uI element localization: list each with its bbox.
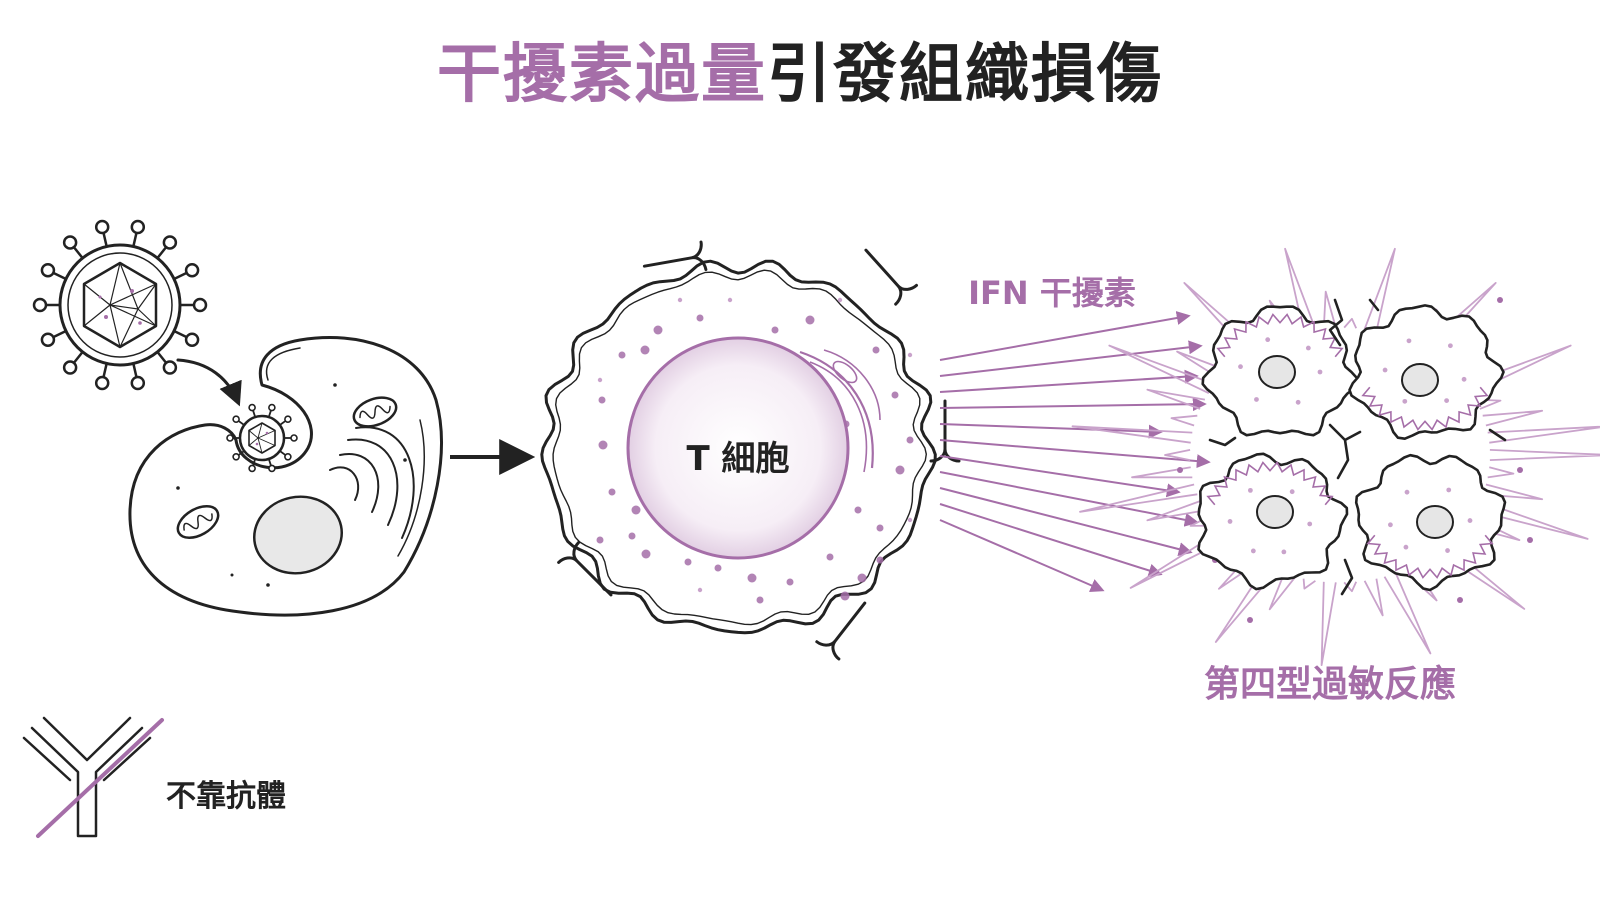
damaged-tissue-icon xyxy=(1071,247,1600,666)
no-antibody-label: 不靠抗體 xyxy=(166,779,286,814)
ifn-arrows xyxy=(939,311,1211,592)
title-rest: 引發組織損傷 xyxy=(767,38,1163,112)
t-cell-label: T 細胞 xyxy=(686,439,789,479)
page-title: 干擾素過量引發組織損傷 xyxy=(437,38,1163,112)
virus-icon xyxy=(32,219,208,391)
infection-arrow xyxy=(176,358,242,407)
ifn-label: IFN 干擾素 xyxy=(968,274,1136,312)
title-highlight: 干擾素過量 xyxy=(437,38,767,112)
t-cell-icon: T 細胞 xyxy=(540,240,961,661)
reaction-type-label: 第四型過敏反應 xyxy=(1204,663,1456,705)
crossed-antibody-icon xyxy=(22,716,164,838)
infected-cell-icon xyxy=(128,336,443,617)
